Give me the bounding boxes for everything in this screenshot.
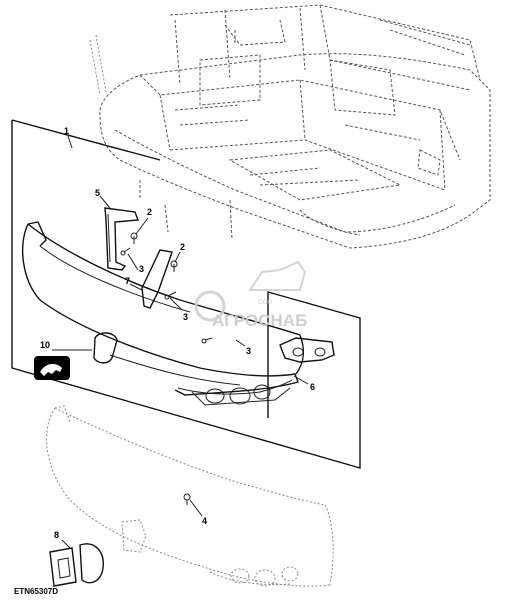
- callout-7: 7: [125, 276, 130, 286]
- bolt-2a: [130, 232, 138, 244]
- screw-3b: [164, 291, 177, 300]
- callout-6: 6: [310, 382, 315, 392]
- leader-lines: [52, 135, 309, 549]
- callout-2b: 2: [180, 242, 185, 252]
- bracket-7: [141, 249, 173, 309]
- bolt-2b: [170, 260, 178, 272]
- callout-5: 5: [95, 188, 100, 198]
- callout-3b: 3: [183, 312, 188, 322]
- watermark: ООО АГРОСНАБ: [194, 260, 307, 330]
- screw-3c: [201, 337, 213, 344]
- callout-3a: 3: [139, 264, 144, 274]
- fastener-4: [183, 493, 191, 505]
- callout-2a: 2: [147, 207, 152, 217]
- callout-1: 1: [64, 126, 69, 136]
- front-bumper: [22, 221, 305, 406]
- bumper-installed-ghost: [46, 405, 334, 587]
- bracket-5: [104, 207, 139, 271]
- callout-10: 10: [40, 340, 50, 350]
- watermark-brand: АГРОСНАБ: [212, 311, 307, 330]
- watermark-prefix: ООО: [258, 300, 272, 306]
- figure-id: ETN65307D: [14, 587, 58, 596]
- bracket-5-edge: [107, 213, 111, 263]
- screw-3a: [120, 247, 131, 256]
- callout-3c: 3: [246, 346, 251, 356]
- exploded-view-frame: [11, 119, 361, 469]
- bracket-6-hole-1: [292, 347, 304, 357]
- bracket-6-hole-2: [314, 347, 326, 357]
- deer-logo-decal: [34, 356, 70, 380]
- bracket-6: [279, 337, 335, 363]
- callout-4: 4: [202, 516, 207, 526]
- emblem-recess: [93, 332, 118, 364]
- decal-8: [49, 543, 104, 587]
- machine-body-outline: [89, 4, 491, 249]
- callout-8: 8: [54, 530, 59, 540]
